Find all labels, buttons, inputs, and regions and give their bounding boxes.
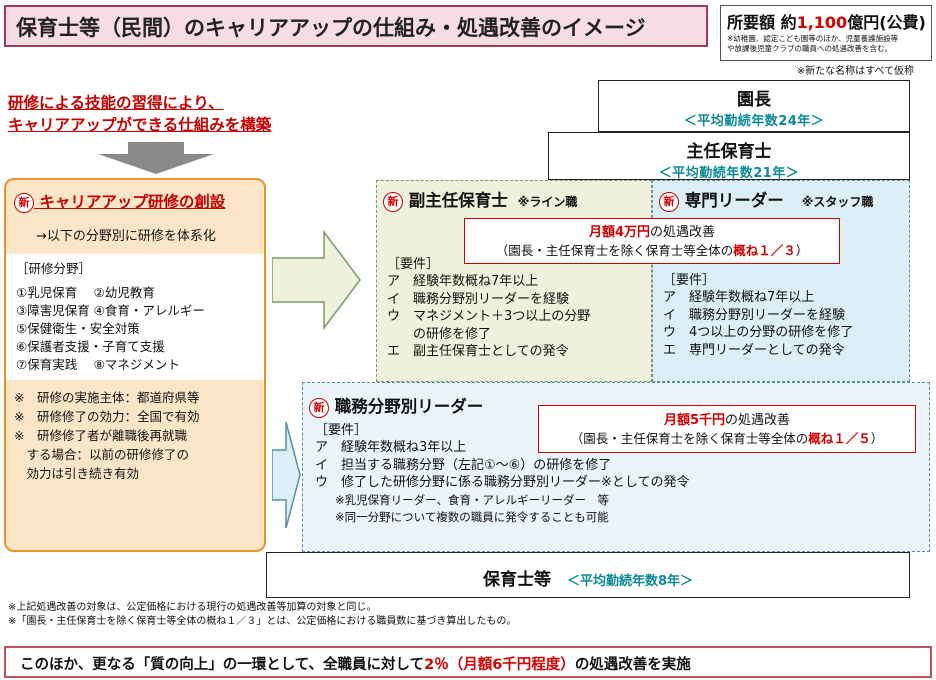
footnotes: ※上記処遇改善の対象は、公定価格における現行の処遇改善等加算の対象と同じ。 ※「…: [8, 602, 517, 627]
training-field: ⑥保護者支援・子育て支援: [16, 338, 165, 354]
new-badge-icon: 新: [659, 191, 679, 212]
vice-chief-box: 新 副主任保育士※ライン職 ［要件］ ア 経験年数概ね7年以上 イ 職務分野別リ…: [376, 180, 652, 382]
improvement-40k-box: 月額4万円の処遇改善 （園長・主任保育士を除く保育士等全体の概ね１／３）: [464, 218, 840, 264]
training-field: ③障害児保育 ④食育・アレルギー: [16, 302, 205, 318]
specialist-leader-requirements: ［要件］ ア 経験年数概ね7年以上 イ 職務分野別リーダーを経験 ウ 4つ以上の…: [663, 272, 854, 358]
training-field: ⑦保育実践 ⑧マネジメント: [16, 356, 180, 372]
page-title: 保育士等（民間）のキャリアアップの仕組み・処遇改善のイメージ: [4, 5, 708, 47]
budget-amount: 所要額 約1,100億円(公費): [727, 13, 926, 32]
training-subtitle: →以下の分野別に研修を体系化: [36, 228, 216, 244]
improvement-5k-box: 月額5千円の処遇改善 （園長・主任保育士を除く保育士等全体の概ね１／５）: [538, 405, 916, 453]
tentative-note: ※新たな名称はすべて仮称: [796, 66, 914, 77]
training-title: 新 キャリアアップ研修の創設: [14, 190, 256, 213]
training-notes: ※ 研修の実施主体：都道府県等 ※ 研修修了の効力：全国で有効 ※ 研修修了者が…: [14, 389, 200, 481]
field-leader-title: 新 職務分野別リーダー: [309, 393, 929, 418]
specialist-leader-title: 新 専門リーダー※スタッフ職: [659, 187, 909, 212]
new-badge-icon: 新: [14, 192, 34, 213]
training-box: 新 キャリアアップ研修の創設 →以下の分野別に研修を体系化 ［研修分野］ ①乳児…: [4, 178, 266, 552]
budget-box: 所要額 約1,100億円(公費) ※幼稚園、認定こども園等のほか、児童養護施設等…: [720, 5, 932, 61]
training-fields: ［研修分野］ ①乳児保育 ②幼児教育 ③障害児保育 ④食育・アレルギー ⑤保健衛…: [6, 253, 264, 380]
training-field: ①乳児保育 ②幼児教育: [16, 284, 155, 300]
nursery-teacher-level: 保育士等＜平均勤続年数8年＞: [266, 552, 910, 598]
training-field: ⑤保健衛生・安全対策: [16, 320, 140, 336]
principal-level: 園長 ＜平均勤続年数24年＞: [598, 80, 910, 132]
vice-chief-requirements: ［要件］ ア 経験年数概ね7年以上 イ 職務分野別リーダーを経験 ウ マネジメン…: [387, 256, 591, 360]
bottom-summary: このほか、更なる「質の向上」の一環として、全職員に対して2％（月額6千円程度）の…: [4, 646, 932, 678]
headline: 研修による技能の習得により、 キャリアアップができる仕組みを構築: [8, 94, 272, 134]
down-arrow-icon: [98, 142, 214, 174]
small-right-arrow-icon: [272, 421, 301, 529]
new-badge-icon: 新: [309, 397, 329, 418]
vice-chief-title: 新 副主任保育士※ライン職: [383, 187, 651, 212]
chief-level: 主任保育士 ＜平均勤続年数21年＞: [548, 132, 910, 181]
budget-note: ※幼稚園、認定こども園等のほか、児童養護施設等 や放課後児童クラブの職員への処遇…: [727, 34, 899, 53]
new-badge-icon: 新: [383, 191, 403, 212]
right-arrow-icon: [272, 230, 361, 330]
specialist-leader-box: 新 専門リーダー※スタッフ職 ［要件］ ア 経験年数概ね7年以上 イ 職務分野別…: [652, 180, 910, 382]
field-leader-requirements: ［要件］ ア 経験年数概ね3年以上 イ 担当する職務分野（左記①～⑥）の研修を修…: [315, 422, 690, 525]
